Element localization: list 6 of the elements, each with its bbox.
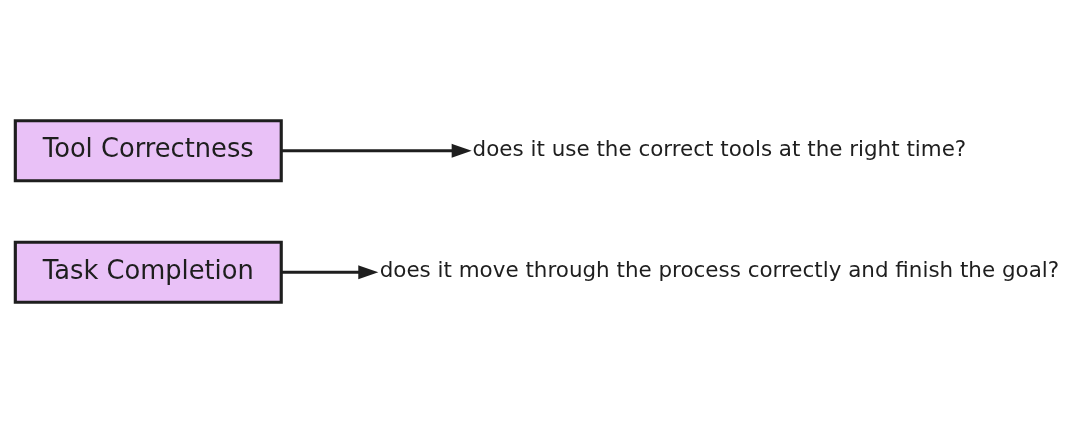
- node-box: Task Completion: [13, 240, 283, 304]
- node-box: Tool Correctness: [13, 118, 283, 182]
- arrow: [281, 264, 379, 279]
- node-text: does it use the correct tools at the right time?: [472, 135, 967, 161]
- node-text: does it move through the process correctly and finish the goal?: [379, 256, 1060, 282]
- arrow: [281, 143, 472, 158]
